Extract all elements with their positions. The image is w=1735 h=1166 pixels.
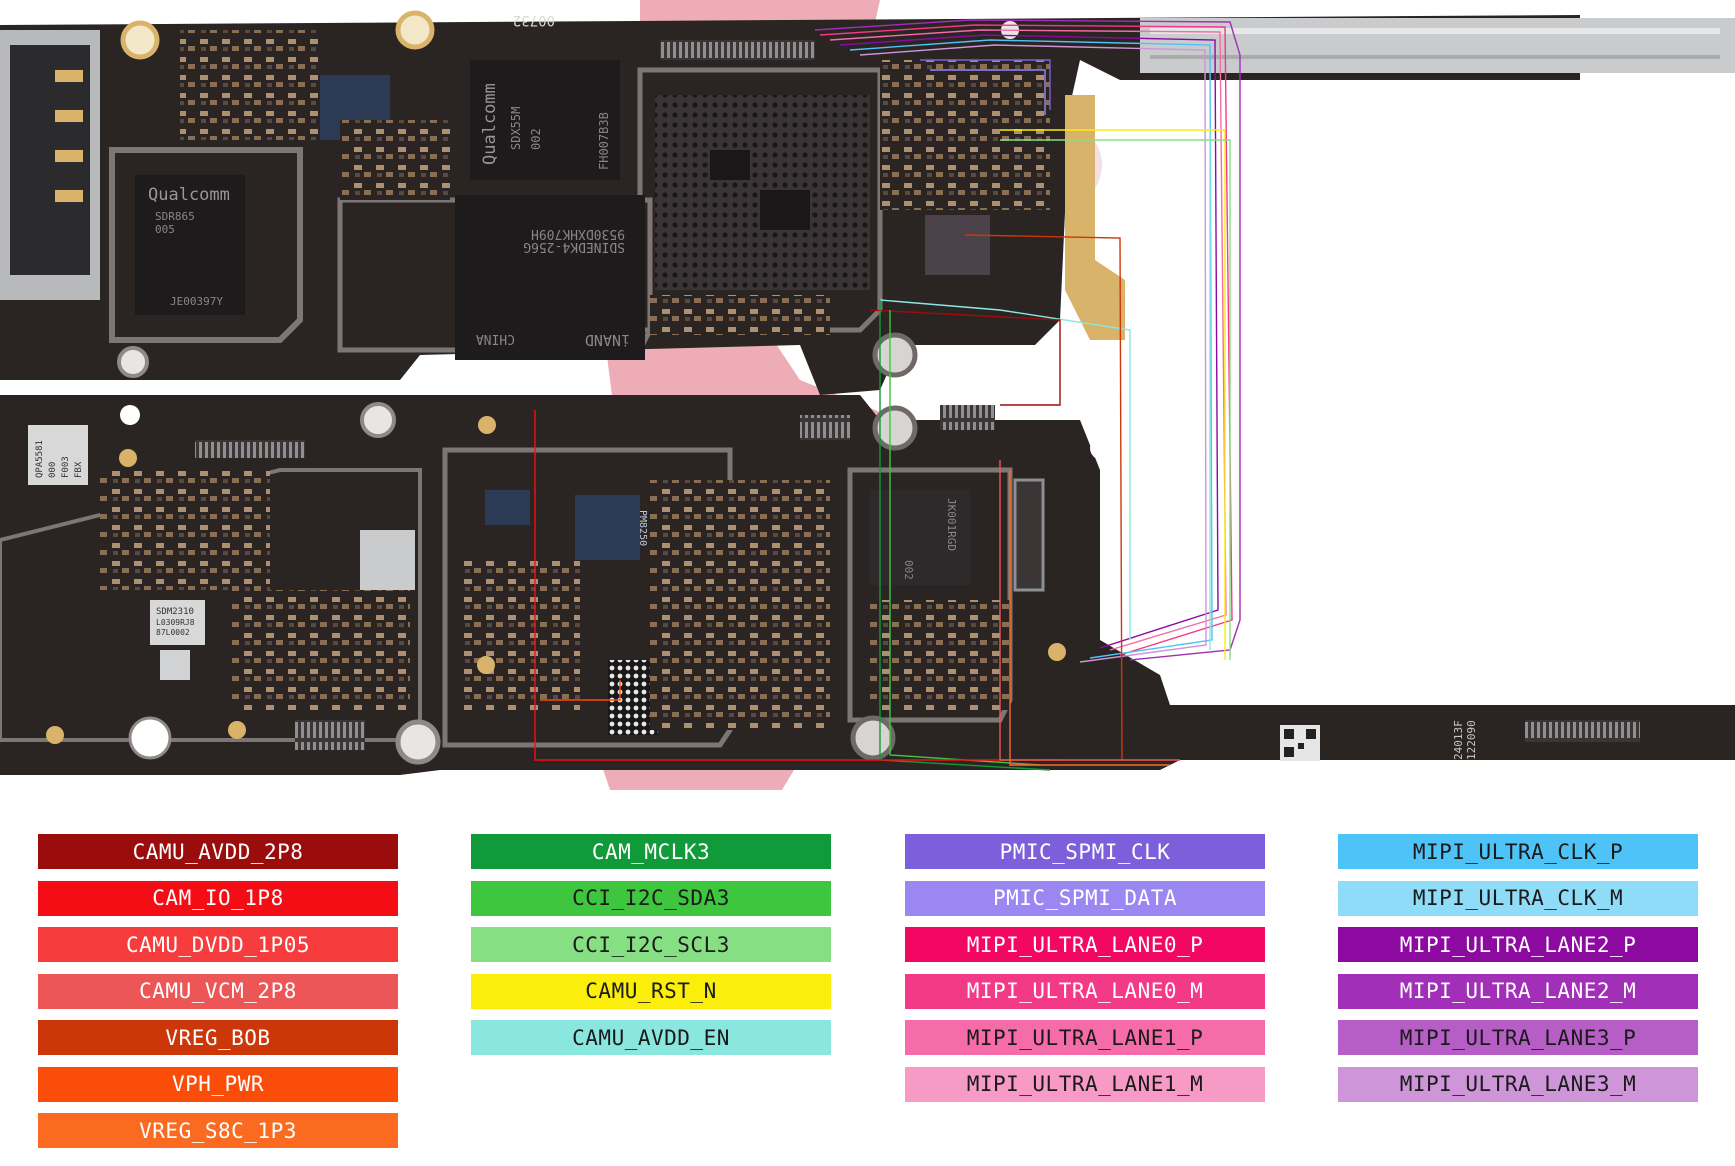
sdm2310-chip <box>150 600 205 645</box>
sdm-chip-label: SDM2310 <box>156 607 194 617</box>
legend-item: VREG_BOB <box>38 1020 398 1055</box>
legend-item: CAM_MCLK3 <box>471 834 831 869</box>
inand-memory-chip <box>455 195 645 360</box>
sdr-chip-brand: Qualcomm <box>148 185 230 205</box>
pmic-small-label: PM8250 <box>637 510 648 546</box>
legend-item: MIPI_ULTRA_LANE3_M <box>1338 1066 1698 1102</box>
sdm-chip-lot: 87L0002 <box>156 628 190 637</box>
qpa-chip-code: F003 <box>61 456 71 478</box>
sdx55m-chip <box>470 60 620 180</box>
legend-item: MIPI_ULTRA_LANE0_P <box>905 927 1265 962</box>
sensor-chip-sub: 002 <box>902 560 915 580</box>
white-bga-patch <box>608 660 658 735</box>
sdr-chip-lot: JE00397Y <box>170 295 223 308</box>
legend-item: PMIC_SPMI_CLK <box>905 834 1265 869</box>
pcb-board-view: Qualcomm SDR865 005 JE00397Y Qualcomm SD… <box>0 0 1735 790</box>
memory-chip-brand: iNAND <box>585 331 630 349</box>
legend-item: MIPI_ULTRA_LANE2_M <box>1338 973 1698 1009</box>
gold-flex-pad <box>1065 95 1125 340</box>
qpa-chip-label: QPA5581 <box>35 440 45 478</box>
qpa-chip-fbx: FBX <box>74 461 84 478</box>
legend-item: CAM_IO_1P8 <box>38 880 398 916</box>
legend-item: CAMU_AVDD_EN <box>471 1020 831 1055</box>
sdm-chip-sub: L0309RJ8 <box>156 618 195 627</box>
sub-board: PM8250 JK001RGD 002 SDM2310 L0309RJ8 87L… <box>0 395 1735 775</box>
sdx-chip-model: SDX55M <box>509 107 523 150</box>
memory-chip-model: SDINEDK4-256G <box>523 239 625 254</box>
date-code-2: 122090 <box>1465 720 1478 760</box>
legend-item: VPH_PWR <box>38 1066 398 1102</box>
legend-item: MIPI_ULTRA_LANE0_M <box>905 973 1265 1009</box>
legend-item: CAMU_DVDD_1P05 <box>38 927 398 962</box>
pmic-chip-bottom <box>575 495 640 560</box>
memory-chip-lot: 9530DXHK709H <box>531 226 625 241</box>
legend-item: CAMU_VCM_2P8 <box>38 973 398 1009</box>
shield-strip <box>1140 18 1735 73</box>
pcb-diagram: Qualcomm SDR865 005 JE00397Y Qualcomm SD… <box>0 0 1735 790</box>
legend-item: MIPI_ULTRA_LANE1_P <box>905 1020 1265 1055</box>
sdx-chip-lot: FH007B3B <box>597 112 611 170</box>
legend-item: PMIC_SPMI_DATA <box>905 880 1265 916</box>
date-code-1: 24013F <box>1452 720 1465 760</box>
qpa5581-chip <box>28 425 88 485</box>
board-code: 00732 <box>513 12 555 28</box>
qpa-chip-sub: 000 <box>48 462 58 478</box>
top-connector <box>660 40 815 60</box>
sdr-chip-sub: 005 <box>155 223 175 236</box>
legend-item: MIPI_ULTRA_CLK_M <box>1338 880 1698 916</box>
legend-item: CCI_I2C_SCL3 <box>471 927 831 962</box>
legend-item: MIPI_ULTRA_LANE2_P <box>1338 927 1698 962</box>
jk001rgd-chip <box>870 490 970 585</box>
memory-chip-china: CHINA <box>476 331 515 346</box>
legend-item: MIPI_ULTRA_LANE1_M <box>905 1066 1265 1102</box>
net-traces <box>534 19 1241 771</box>
sdr865-chip <box>135 175 245 315</box>
sdx-chip-brand: Qualcomm <box>480 83 500 165</box>
legend-item: VREG_S8C_1P3 <box>38 1113 398 1148</box>
legend-item: CCI_I2C_SDA3 <box>471 880 831 916</box>
legend-item: MIPI_ULTRA_LANE3_P <box>1338 1020 1698 1055</box>
sensor-chip-label: JK001RGD <box>945 498 958 551</box>
sdx-chip-sub: 002 <box>529 128 543 150</box>
main-board: Qualcomm SDR865 005 JE00397Y Qualcomm SD… <box>0 10 1735 395</box>
legend-item: MIPI_ULTRA_CLK_P <box>1338 834 1698 869</box>
legend-item: CAMU_AVDD_2P8 <box>38 834 398 869</box>
legend-item: CAMU_RST_N <box>471 973 831 1009</box>
sdr-chip-model: SDR865 <box>155 210 195 223</box>
